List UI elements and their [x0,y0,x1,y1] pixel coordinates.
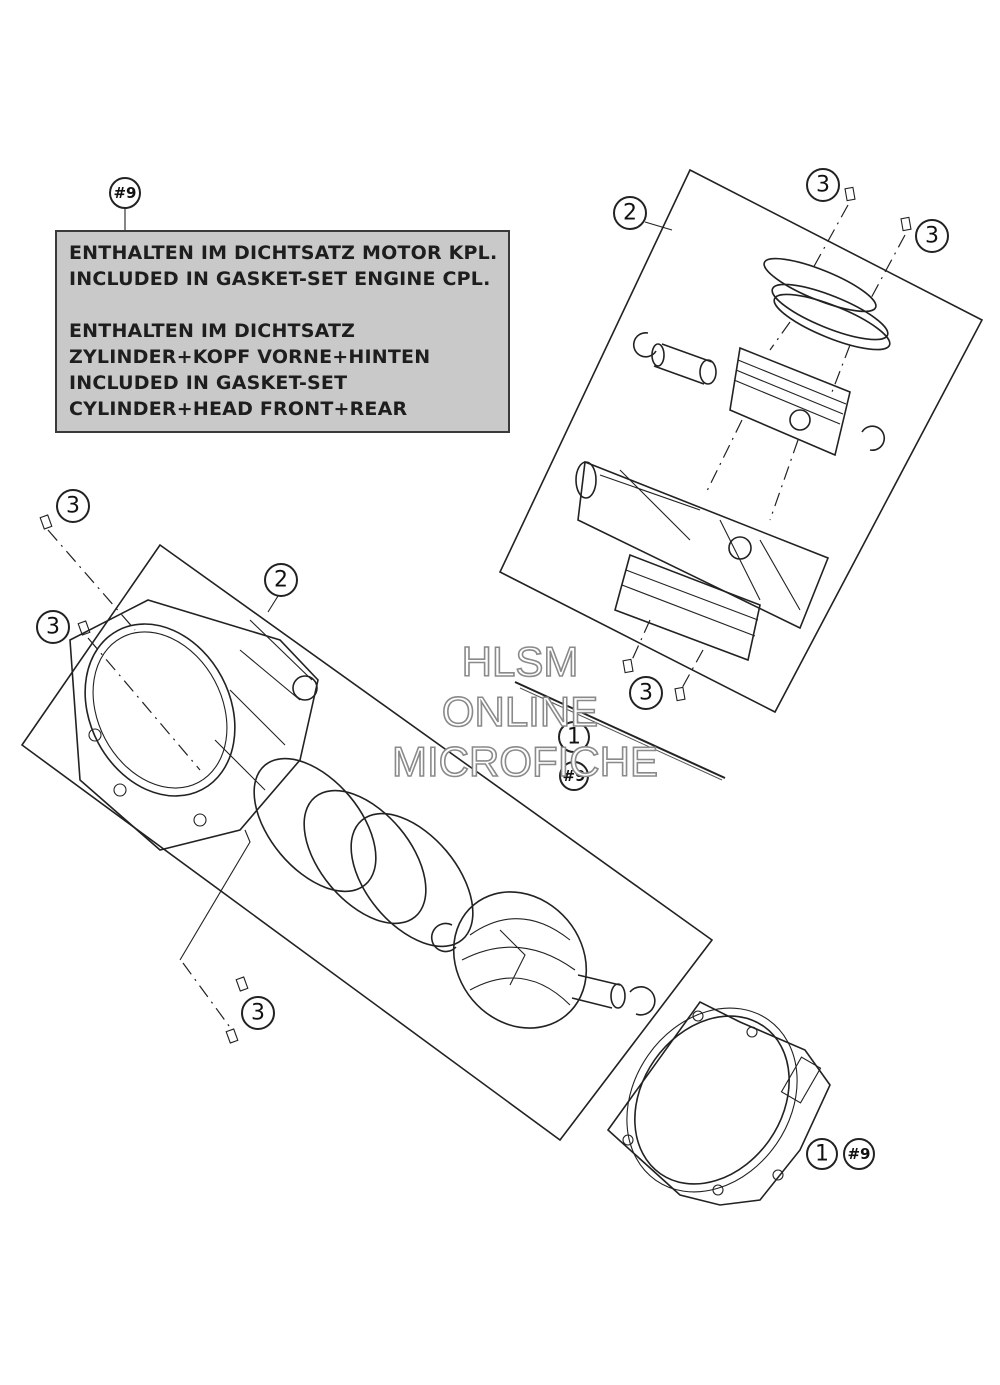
note-line-6: CYLINDER+HEAD FRONT+REAR [69,398,408,420]
callout-3-front-top: 3 [56,489,90,523]
front-dowel-1 [39,514,53,530]
rear-dowel-1 [844,186,856,202]
front-cylinder-assembly [20,514,714,1142]
rear-piston [729,346,851,457]
front-ring-2 [303,789,427,925]
rear-cylinder-body [575,460,830,662]
front-wrist-pin [571,974,626,1009]
rear-circlip-left [632,331,657,358]
rear-wrist-pin [651,343,717,385]
callout-1-center-text: 1 [567,725,581,750]
leader-front-dowel [179,829,251,961]
head-gasket [606,1000,831,1206]
callout-2-front-text: 2 [274,568,288,593]
rear-cylinder-assembly [498,168,984,714]
note-line-3: ENTHALTEN IM DICHTSATZ [69,320,356,342]
note-line-4: ZYLINDER+KOPF VORNE+HINTEN [69,346,431,368]
callout-3-front-mid: 3 [36,610,70,644]
rear-ring-3 [773,293,891,351]
front-piston [452,891,588,1029]
rear-circlip-right [861,425,886,452]
callout-3-front-bottom-text: 3 [251,1001,265,1026]
callout-3-front-bottom: 3 [241,996,275,1030]
front-dowel-3 [235,976,249,992]
gasket-set-note: ENTHALTEN IM DICHTSATZ MOTOR KPL. INCLUD… [55,230,510,433]
callout-1-gasket-text: 1 [815,1142,829,1167]
watermark-line-3: MICROFICHE [391,737,659,786]
callout-ref9-center-text: #9 [562,767,585,785]
rear-assembly-frame [498,168,984,714]
callout-1-center: 1 #9 [558,721,590,791]
callout-ref9-gasket-text: #9 [847,1145,870,1163]
watermark-line-1: HLSM [461,637,579,686]
front-ring-1 [253,757,377,893]
callout-3-rear-top-text: 3 [816,173,830,198]
note-line-5: INCLUDED IN GASKET-SET [69,372,348,394]
rear-dowel-3 [622,658,634,674]
callout-2-rear-text: 2 [623,201,637,226]
rear-dowel-2 [900,216,912,232]
callout-1-gasket: 1 #9 [806,1138,875,1170]
callout-3-front-top-text: 3 [66,494,80,519]
rear-ring-2 [771,283,889,341]
front-dowel-4 [225,1028,239,1044]
front-circlip-right [629,986,656,1016]
front-assembly-frame [20,543,714,1142]
front-dowel-2 [77,620,91,636]
callout-3-rear-top: 3 [806,168,840,202]
watermark-line-2: ONLINE [441,687,599,736]
front-cylinder-body [69,599,319,851]
callout-3-rear-right: 3 [915,219,949,253]
callout-ref9-note-text: #9 [113,184,136,202]
front-ring-3 [350,812,474,948]
rear-dowel-4 [674,686,686,702]
note-line-2: INCLUDED IN GASKET-SET ENGINE CPL. [69,268,491,290]
callout-2-rear: 2 [613,196,673,231]
callout-ref9-note: #9 [109,177,141,231]
callout-3-rear-right-text: 3 [925,224,939,249]
callout-3-rear-bottom: 3 [629,676,663,710]
callout-2-front: 2 [264,563,298,613]
callout-3-front-mid-text: 3 [46,615,60,640]
note-line-1: ENTHALTEN IM DICHTSATZ MOTOR KPL. [69,242,498,264]
front-circlip-left [430,922,457,953]
cylinder-base-gasket [514,681,726,781]
callout-3-rear-bottom-text: 3 [639,681,653,706]
